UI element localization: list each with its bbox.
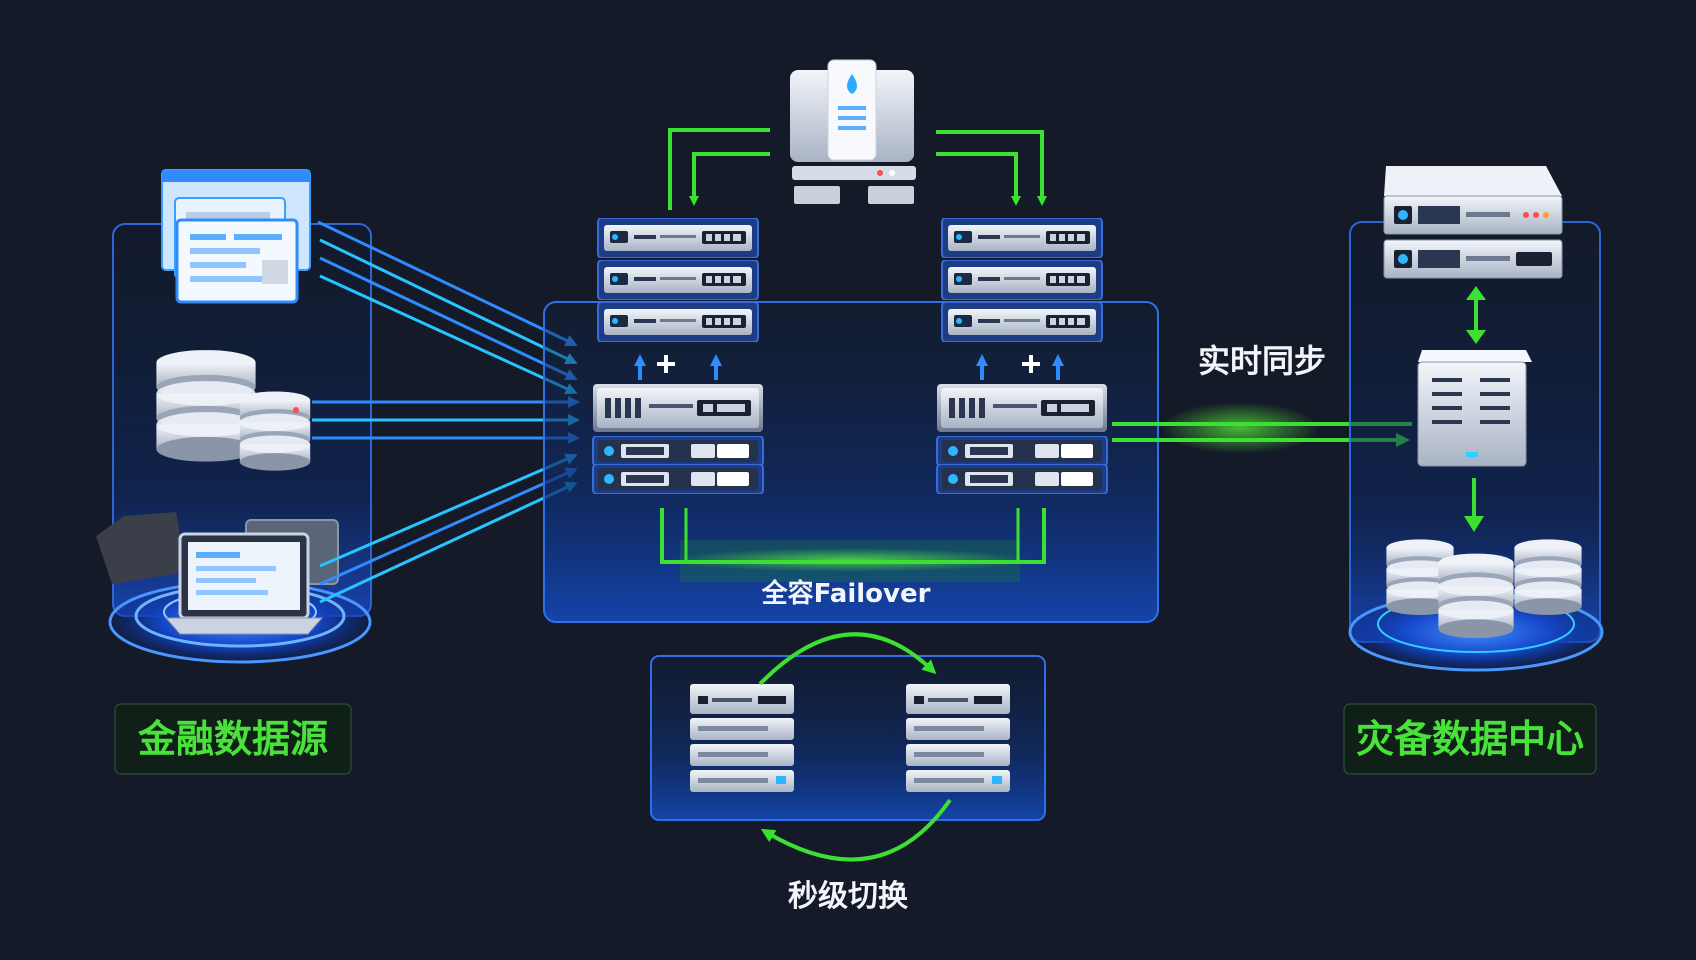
right-load-balancer [936,384,1108,494]
storage-db-link [1464,478,1484,532]
storage-server-icon [1417,350,1532,467]
source-label: 金融数据源 [137,717,328,761]
left-up-arrows [634,354,722,380]
right-up-arrows [976,354,1064,380]
left-plus-icon [657,355,675,373]
switch-cycle-arrows [758,632,952,862]
right-plus-icon [1022,355,1040,373]
monitor-link-arrows [668,128,1047,210]
rack-storage-link [1466,286,1486,344]
document-window-icon [161,169,311,304]
server-rack-icon [1383,166,1563,279]
switch-label: 秒级切换 [788,879,909,914]
left-server-rack [596,218,760,342]
switch-server-left [690,684,794,792]
left-load-balancer [592,384,764,494]
failover-connector [660,508,1046,582]
source-to-cluster-arrows [312,220,580,604]
laptop-icon [96,512,339,635]
source-label-box: 金融数据源 [114,703,352,775]
right-server-rack [940,218,1104,342]
switch-server-right [906,684,1010,792]
backup-label-box: 灾备数据中心 [1343,703,1597,775]
backup-label: 灾备数据中心 [1356,717,1584,761]
database-icon [156,350,311,471]
sync-label: 实时同步 [1198,342,1326,380]
failover-label: 全容Failover [761,578,931,609]
cluster-panel [543,301,1159,623]
monitor-server-icon [790,59,916,204]
